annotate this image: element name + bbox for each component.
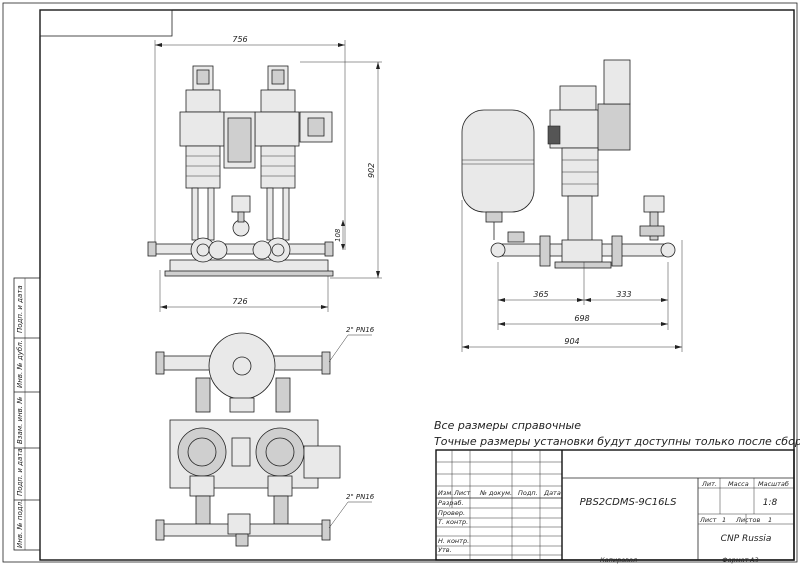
stamp-label-replace-inv: Взам. инв. № — [16, 396, 24, 444]
company-name: CNP Russia — [721, 534, 772, 544]
designation: PBS2CDMS-9C16LS — [580, 497, 678, 508]
stamp-label-sign-date-1: Подп. и дата — [16, 285, 24, 333]
top-pump-2 — [255, 427, 305, 477]
col-doc-no: № докум. — [479, 489, 512, 497]
sheet-label: Лист — [699, 516, 717, 524]
col-change: Изм. — [438, 489, 453, 497]
format-value: A3 — [749, 556, 759, 564]
dim-902: 902 — [367, 163, 376, 178]
inner-frame — [39, 9, 795, 561]
scale-label: Масштаб — [758, 480, 789, 488]
top-left-corner-box — [39, 9, 173, 37]
col-date: Дата — [543, 489, 561, 497]
front-pump-1 — [179, 65, 225, 263]
sheets-value: 1 — [768, 516, 772, 524]
stamp-label-dup-inv: Инв. № дубл. — [16, 340, 24, 388]
lit-label: Лит. — [701, 480, 717, 488]
role-checker: Провер. — [438, 509, 465, 517]
pipe-label-top: 2" PN16 — [346, 326, 375, 334]
note-line-1: Все размеры справочные — [434, 419, 581, 432]
dim-108: 108 — [334, 228, 342, 242]
dim-365: 365 — [533, 290, 548, 299]
stamp-label-orig-inv: Инв. № подл. — [16, 500, 24, 548]
note-line-2: Точные размеры установки будут доступны … — [434, 435, 800, 448]
dim-756: 756 — [232, 35, 247, 44]
top-view: 2" PN16 2" PN16 — [155, 326, 375, 547]
front-pump-2 — [254, 65, 333, 263]
copied-label: Копировал — [600, 556, 637, 564]
sheets-label: Листов — [735, 516, 760, 524]
dim-333: 333 — [616, 290, 631, 299]
dim-904: 904 — [564, 337, 579, 346]
top-pump-1 — [177, 427, 227, 477]
role-norm-control: Н. контр. — [438, 537, 469, 545]
format-label: Формат — [722, 556, 749, 564]
dim-698: 698 — [574, 314, 589, 323]
top-tank — [208, 332, 276, 400]
sheet-value: 1 — [722, 516, 726, 524]
mass-label: Масса — [728, 480, 749, 488]
role-approved: Утв. — [438, 546, 452, 554]
binding-stamp: Подп. и дата Инв. № дубл. Взам. инв. № П… — [13, 277, 41, 551]
scale-value: 1:8 — [763, 498, 778, 508]
pressure-tank — [461, 109, 535, 213]
dim-726: 726 — [232, 297, 247, 306]
role-developer: Разраб. — [438, 499, 464, 507]
pipe-label-bottom: 2" PN16 — [346, 493, 375, 501]
col-sheet: Лист — [453, 489, 471, 497]
col-signature: Подп. — [518, 489, 538, 497]
role-tech-control: Т. контр. — [438, 518, 468, 526]
side-view: 365 333 698 904 — [461, 59, 683, 352]
title-block: Изм. Лист № докум. Подп. Дата Разраб. Пр… — [435, 449, 795, 564]
stamp-label-sign-date-2: Подп. и дата — [16, 448, 24, 496]
front-view: 756 902 108 726 — [147, 35, 382, 312]
